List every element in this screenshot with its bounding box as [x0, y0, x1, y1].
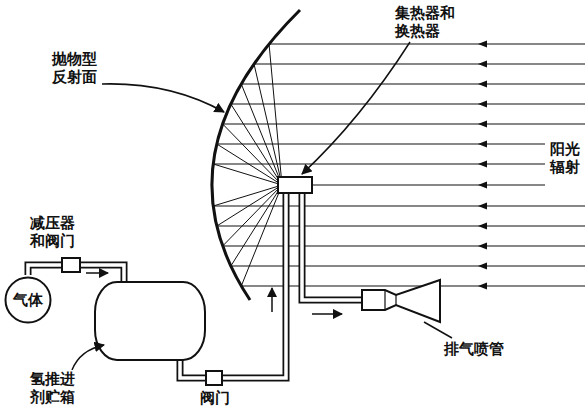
valve-label: 阀门	[200, 389, 230, 407]
reflected-ray	[231, 185, 282, 266]
sun-ray	[217, 225, 585, 226]
ray-arrowhead	[478, 141, 487, 148]
sun-rays	[213, 41, 585, 290]
sunlight-label: 阳光辐射	[550, 140, 583, 176]
ray-arrowhead	[478, 41, 487, 48]
reflected-ray	[241, 84, 282, 185]
sun-ray	[217, 143, 545, 144]
leader-line	[102, 84, 224, 112]
sun-ray	[241, 83, 585, 84]
sun-ray	[313, 184, 545, 185]
ray-arrowhead	[478, 121, 487, 128]
leader-line	[302, 42, 410, 174]
collector-label: 集热器和换热器	[395, 4, 458, 40]
ray-arrowhead	[478, 223, 487, 230]
sun-ray	[241, 285, 585, 286]
nozzle-label: 排气喷管	[444, 340, 504, 358]
sun-ray	[213, 163, 545, 164]
ray-arrowhead	[478, 81, 487, 88]
sun-ray	[223, 123, 585, 124]
ray-arrowhead	[478, 161, 487, 168]
leader-line	[424, 322, 452, 338]
sun-ray	[254, 63, 585, 64]
ray-arrowhead	[478, 203, 487, 210]
sun-ray	[269, 43, 585, 44]
ray-arrowhead	[478, 243, 487, 250]
reflected-ray	[213, 164, 282, 185]
ray-arrowhead	[478, 283, 487, 290]
exhaust-nozzle	[362, 280, 440, 322]
reflected-ray	[241, 185, 282, 286]
reflector-label: 抛物型反射面	[52, 50, 100, 86]
tank-label: 氢推进剂贮箱	[30, 370, 78, 406]
reflected-ray	[223, 185, 282, 246]
nozzle-detail	[385, 290, 396, 310]
hydrogen-tank	[95, 282, 205, 360]
regulator-label: 减压器和阀门	[30, 214, 78, 250]
leader-line	[72, 345, 104, 370]
regulator-valve	[62, 258, 80, 272]
flow-arrow	[312, 313, 342, 315]
ray-arrowhead	[478, 101, 487, 108]
flow-arrow	[271, 288, 273, 312]
node-text: 气体	[13, 291, 43, 310]
circle-shape	[6, 278, 51, 323]
sun-ray	[223, 245, 585, 246]
pipes	[28, 193, 363, 378]
valve	[206, 371, 222, 385]
reflected-ray	[217, 185, 282, 226]
sun-ray	[231, 103, 585, 104]
collector-box	[278, 177, 312, 193]
ray-arrowhead	[478, 182, 487, 189]
ray-arrowhead	[478, 61, 487, 68]
flow-arrow	[86, 272, 108, 274]
gas-circle: 气体	[4, 276, 52, 324]
ray-arrowhead	[478, 263, 487, 270]
